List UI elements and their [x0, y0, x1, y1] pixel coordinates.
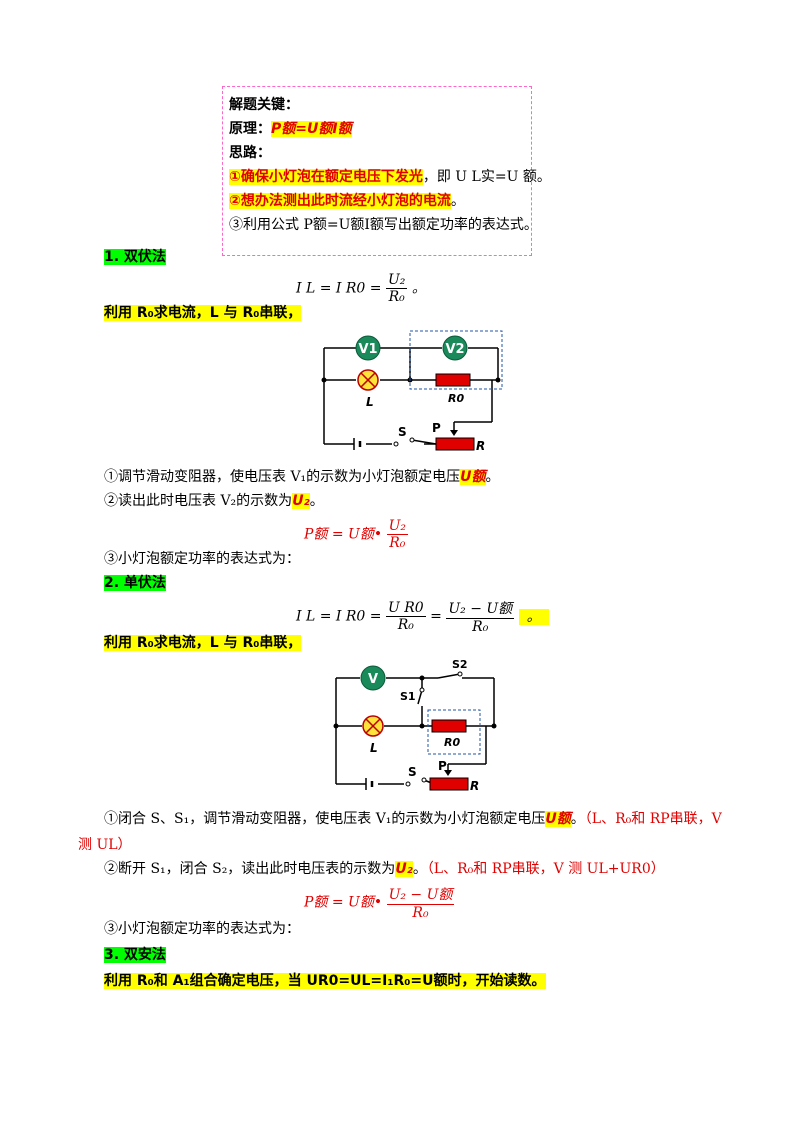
lamp-label: L — [366, 395, 374, 409]
principle-line: 原理：P额=U额I额 — [229, 118, 352, 138]
r0-label: R0 — [444, 736, 460, 749]
section2-step1: ①闭合 S、S₁，调节滑动变阻器，使电压表 V₁的示数为小灯泡额定电压U额。（L… — [104, 811, 722, 827]
r0-label: R0 — [448, 392, 464, 405]
idea-step1-rest: ，即 U L实=U 额。 — [422, 169, 551, 185]
dashed-box — [409, 330, 503, 390]
idea-label: 思路： — [229, 145, 271, 161]
resistor-r0-icon — [431, 719, 467, 733]
section3-intro: 利用 R₀和 A₁组合确定电压，当 UR0=UL=I₁R₀=U额时，开始读数。 — [104, 973, 546, 989]
switch-contact-icon — [393, 441, 399, 447]
switch-label: S — [398, 425, 407, 439]
voltmeter-icon — [360, 665, 386, 691]
idea-step2: ②想办法测出此时流经小灯泡的电流。 — [229, 190, 465, 210]
idea-step1: ①确保小灯泡在额定电压下发光，即 U L实=U 额。 — [229, 166, 551, 186]
switch-label: S — [408, 765, 417, 779]
key-box-title: 解题关键： — [229, 97, 299, 113]
section1-intro: 利用 R₀求电流，L 与 R₀串联， — [104, 305, 302, 321]
idea-step2-rest: 。 — [450, 193, 465, 209]
section1-step1: ①调节滑动变阻器，使电压表 V₁的示数为小灯泡额定电压U额。 — [104, 469, 500, 485]
rheostat-icon — [435, 437, 475, 451]
section1-step3: ③小灯泡额定功率的表达式为： — [104, 551, 300, 567]
idea-step3: ③利用公式 P额=U额I额写出额定功率的表达式。 — [229, 217, 538, 233]
section2-heading: 2. 单伏法 — [104, 575, 166, 591]
lamp-label: L — [370, 741, 378, 755]
slider-label: P — [432, 421, 441, 435]
section3-heading: 3. 双安法 — [104, 947, 166, 963]
section1-step2: ②读出此时电压表 V₂的示数为U₂。 — [104, 493, 324, 509]
key-box — [222, 86, 532, 256]
idea-step2-highlight: ②想办法测出此时流经小灯泡的电流 — [229, 193, 451, 209]
principle-label: 原理： — [229, 121, 271, 137]
rheostat-label: R — [476, 439, 485, 453]
s2-label: S2 — [452, 658, 468, 671]
rheostat-icon — [429, 777, 469, 791]
dashed-box — [427, 709, 481, 755]
circuit2-diagram: V L R0 S1 S2 S P R — [333, 658, 497, 793]
rheostat-label: R — [470, 779, 479, 793]
section1-heading: 1. 双伏法 — [104, 249, 166, 265]
principle-formula: P额=U额I额 — [271, 121, 352, 137]
v1-label: V1 — [358, 342, 377, 357]
slider-arrow-icon — [450, 430, 458, 436]
idea-step1-highlight: ①确保小灯泡在额定电压下发光 — [229, 169, 423, 185]
slider-arrow-icon — [444, 770, 452, 776]
section2-step1-cont: 测 UL） — [78, 837, 132, 853]
s1-label: S1 — [400, 690, 416, 703]
slider-label: P — [438, 759, 447, 773]
v-label: V — [368, 672, 378, 687]
section2-intro: 利用 R₀求电流，L 与 R₀串联， — [104, 635, 302, 651]
resistor-r0-icon — [435, 373, 471, 387]
section2-step3: ③小灯泡额定功率的表达式为： — [104, 921, 300, 937]
v2-label: V2 — [445, 342, 464, 357]
voltmeter-icon — [355, 335, 381, 361]
section2-step2: ②断开 S₁，闭合 S₂，读出此时电压表的示数为U₂。（L、R₀和 RP串联，V… — [104, 861, 665, 877]
voltmeter-icon — [442, 335, 468, 361]
circuit1-diagram: V1 V2 L R0 S P R — [321, 330, 503, 453]
switch-contact-icon — [405, 781, 411, 787]
